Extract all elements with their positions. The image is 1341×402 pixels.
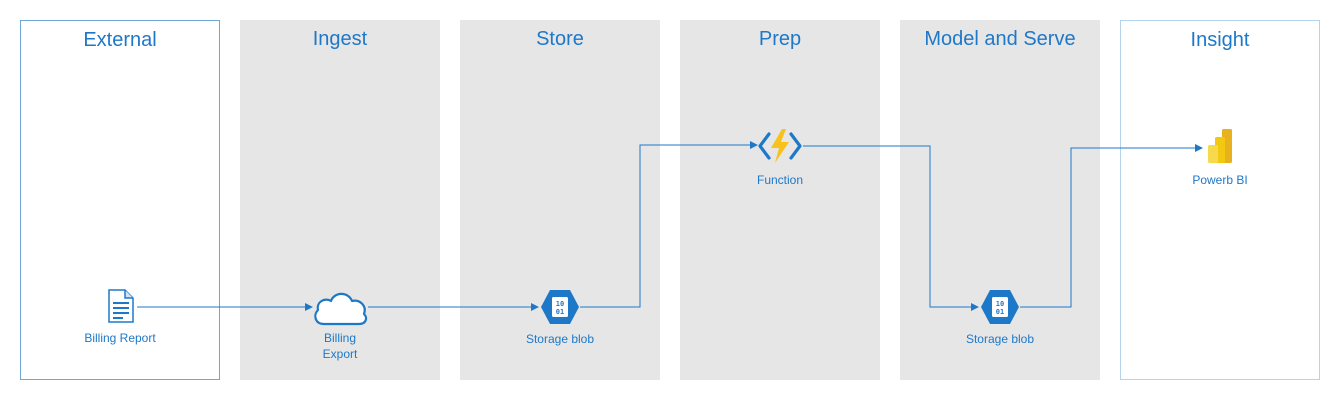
storage-blob-icon: 10 01 [541, 290, 579, 324]
node-billing-export: Billing Export [260, 288, 420, 362]
node-label-line2: Export [322, 347, 358, 361]
node-label-line1: Billing [323, 331, 356, 345]
node-billing-report: Billing Report [40, 288, 200, 346]
svg-text:01: 01 [556, 308, 564, 316]
lane-insight: Insight [1120, 20, 1320, 380]
lane-title-external: External [83, 29, 157, 51]
lane-title-ingest: Ingest [312, 28, 368, 50]
lane-title-store: Store [536, 28, 584, 50]
lane-title-model-and-serve: Model and Serve [924, 28, 1076, 50]
svg-text:10: 10 [996, 300, 1004, 308]
connector-function-to-model-blob [803, 145, 979, 311]
cloud-icon [314, 292, 368, 326]
svg-text:01: 01 [996, 308, 1004, 316]
lane-prep: Prep [680, 20, 880, 380]
node-label: Billing Report [84, 331, 156, 345]
node-label: Powerb BI [1192, 173, 1248, 187]
node-label: Function [756, 173, 804, 187]
storage-blob-icon: 10 01 [981, 290, 1019, 324]
document-icon [108, 289, 134, 323]
node-label: Storage blob [525, 332, 595, 346]
svg-text:10: 10 [556, 300, 564, 308]
lane-title-prep: Prep [758, 28, 802, 50]
node-storage-blob-store: 10 01 Storage blob [480, 289, 640, 347]
azure-function-icon [758, 129, 802, 163]
lane-title-insight: Insight [1190, 29, 1250, 51]
node-label: Storage blob [965, 332, 1035, 346]
power-bi-icon [1208, 129, 1232, 163]
connector-model-blob-to-powerbi [1020, 144, 1203, 308]
node-storage-blob-model: 10 01 Storage blob [920, 289, 1080, 347]
node-power-bi: Powerb BI [1140, 128, 1300, 188]
node-function: Function [700, 128, 860, 188]
connector-store-blob-to-function [580, 141, 758, 308]
